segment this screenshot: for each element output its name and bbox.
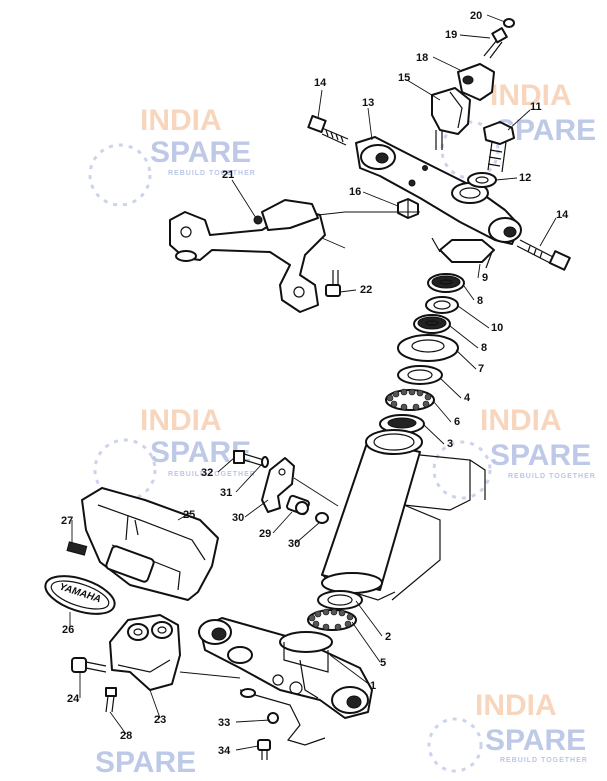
callout-19: 20	[470, 10, 482, 22]
frame-head-pipe	[321, 429, 486, 601]
bracket-20	[169, 199, 326, 313]
callout-4: 4	[464, 392, 471, 404]
callout-33: 33	[218, 717, 230, 729]
callout-18: 19	[445, 29, 457, 41]
callout-8-lower: 8	[481, 342, 487, 354]
watermark-b-line1: INDIA	[475, 689, 557, 722]
watermark-mid-right: INDIA SPARE REBUILD TOGETHER	[432, 404, 596, 500]
callout-17: 18	[416, 52, 428, 64]
callout-6: 6	[454, 416, 460, 428]
bearing-race-2	[317, 590, 363, 610]
callout-8-upper: 8	[477, 295, 483, 307]
callout-21: 22	[360, 284, 372, 296]
watermark-top-tagline: REBUILD TOGETHER	[168, 170, 256, 177]
watermark-mr-line1: INDIA	[480, 404, 562, 437]
nut-16	[397, 198, 419, 219]
ball-bearing-5	[307, 608, 357, 631]
bolt-14-left	[307, 114, 349, 146]
callout-5: 5	[380, 657, 386, 669]
watermark-top: INDIA SPARE REBUILD TOGETHER	[88, 104, 256, 207]
upper-bracket	[355, 136, 522, 245]
nut-30	[315, 512, 329, 524]
bearing-race-cover-7	[397, 334, 459, 362]
mount-line-20	[317, 211, 420, 216]
bolt-32	[233, 450, 265, 467]
bolt-11	[483, 121, 515, 173]
bracket-22	[109, 614, 181, 691]
callout-9: 9	[482, 272, 488, 284]
screw-27	[105, 687, 117, 713]
leader-lines	[69, 14, 557, 751]
lock-washer-9	[431, 237, 495, 269]
callout-25: 26	[62, 624, 74, 636]
callout-24: 25	[183, 509, 195, 521]
callout-13: 13	[362, 97, 374, 109]
bearing-race-4	[397, 365, 443, 385]
handlebar-cap-17	[457, 63, 495, 101]
callout-31: 31	[220, 487, 232, 499]
mount-line-21	[321, 237, 346, 249]
callout-34: 34	[218, 745, 231, 757]
callout-1: 1	[370, 680, 376, 692]
watermark-b-line2: SPARE	[485, 724, 586, 757]
ball-bearing-6	[385, 388, 435, 411]
clamp-33	[239, 688, 326, 746]
callout-32: 32	[201, 467, 213, 479]
washer-31	[261, 456, 269, 468]
callout-14-right: 14	[556, 209, 569, 221]
ring-nut-8-lower	[413, 314, 451, 334]
bolt-23	[71, 657, 107, 673]
watermark-ml-line1: INDIA	[140, 404, 222, 437]
callout-16: 16	[349, 186, 361, 198]
callout-27: 28	[120, 730, 132, 742]
callout-30: 30	[288, 538, 300, 550]
callout-23: 24	[67, 693, 80, 705]
callout-26: 27	[61, 515, 73, 527]
callout-11: 11	[530, 101, 542, 113]
watermark-bottom: INDIA SPARE REBUILD TOGETHER SPARE	[95, 689, 588, 779]
callout-14-upper: 14	[314, 77, 327, 89]
watermark-top-line1: INDIA	[140, 104, 222, 137]
handlebar-holder-15	[431, 87, 471, 150]
callout-20: 21	[222, 169, 234, 181]
callout-15: 15	[398, 72, 410, 84]
washer-19	[503, 18, 515, 28]
watermark-mid-left: INDIA SPARE REBUILD TOGETHER	[93, 404, 256, 502]
watermark-bl-line2: SPARE	[95, 746, 196, 779]
mount-line-22	[179, 671, 241, 679]
callout-2: 2	[385, 631, 391, 643]
callout-labels: 20 19 18 15 14 13 11 12 14 21 16 22 9 8 …	[61, 10, 569, 757]
bolt-18	[483, 27, 508, 59]
bolt-14-right	[516, 239, 571, 271]
cowl-24	[81, 487, 219, 601]
bracket-29	[261, 457, 295, 513]
watermark-b-tagline: REBUILD TOGETHER	[500, 757, 588, 764]
callout-3: 3	[447, 438, 453, 450]
under-bracket-1	[198, 617, 373, 719]
damper-28	[286, 494, 310, 516]
bolt-34	[257, 739, 271, 760]
callout-10: 10	[491, 322, 503, 334]
callout-12: 12	[519, 172, 531, 184]
callout-28: 29	[259, 528, 271, 540]
callout-7: 7	[478, 363, 484, 375]
callout-22: 23	[154, 714, 166, 726]
washer-10	[425, 296, 459, 314]
watermark-top-line2: SPARE	[150, 136, 251, 169]
watermark-ml-tagline: REBUILD TOGETHER	[168, 471, 256, 478]
watermark-tr-line1: INDIA	[490, 79, 572, 112]
callout-29: 30	[232, 512, 244, 524]
ring-nut-8-top	[427, 273, 465, 293]
washer-12	[467, 172, 497, 188]
mount-line-29	[293, 477, 339, 507]
emblem-25: YAMAHA	[44, 575, 116, 615]
watermark-mr-line2: SPARE	[490, 439, 591, 472]
bolt-21	[325, 270, 341, 297]
watermark-mr-tagline: REBUILD TOGETHER	[508, 473, 596, 480]
emblem-26	[66, 541, 88, 556]
